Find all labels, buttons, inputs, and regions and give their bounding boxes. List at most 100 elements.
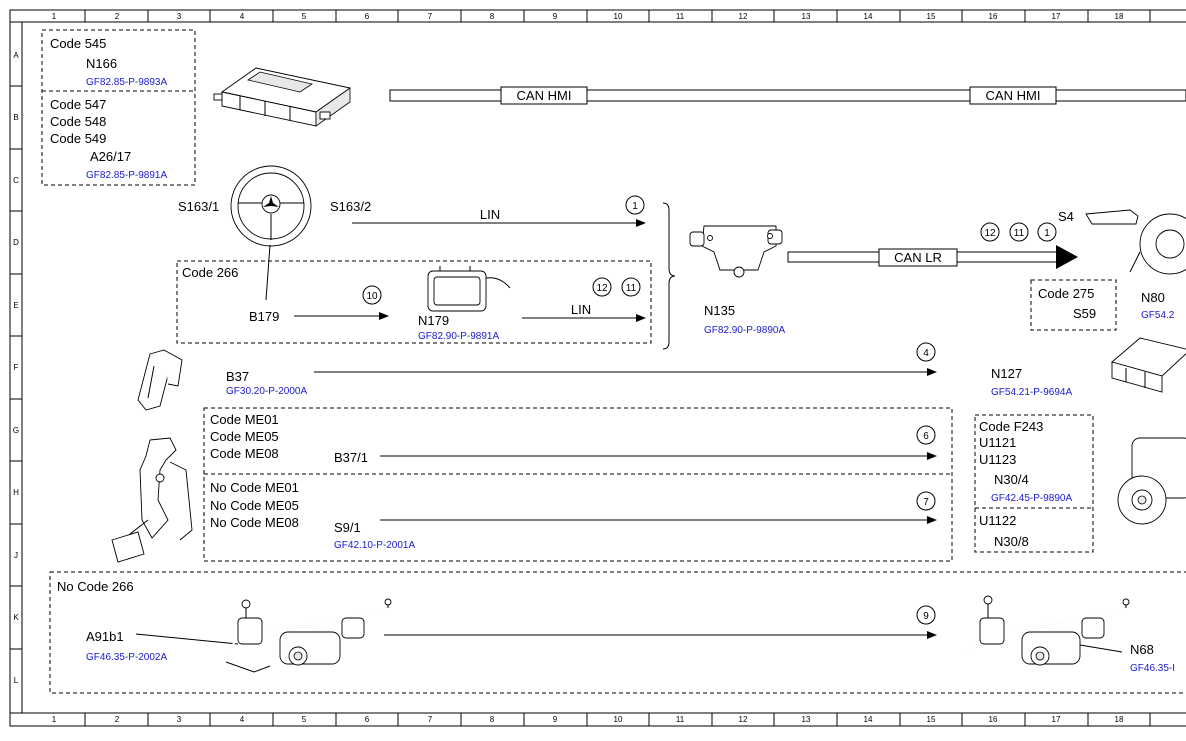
col-3-bottom: 3	[177, 715, 182, 724]
col-18-bottom: 18	[1115, 715, 1124, 724]
col-3: 3	[177, 12, 182, 21]
lin-label-top: LIN	[480, 207, 500, 222]
n68-label: N68	[1130, 642, 1154, 657]
row-k: K	[13, 613, 19, 622]
can-lr-label: CAN LR	[894, 250, 942, 265]
col-14-bottom: 14	[864, 715, 873, 724]
n30-8-label: N30/8	[994, 534, 1029, 549]
accelerator-pedal-illustration	[137, 349, 183, 411]
code-f243-label: Code F243	[979, 419, 1043, 434]
s163-1-label: S163/1	[178, 199, 219, 214]
brace	[662, 202, 676, 350]
col-11-bottom: 11	[676, 715, 685, 724]
no-code-me08-label: No Code ME08	[210, 515, 299, 530]
no-code-266-label: No Code 266	[57, 579, 134, 594]
signal-4-circle	[916, 342, 936, 362]
signal-7-marker: 7	[923, 497, 929, 508]
code-me08-label: Code ME08	[210, 446, 279, 461]
code-549-label: Code 549	[50, 131, 106, 146]
code-me05-label: Code ME05	[210, 429, 279, 444]
col-12: 12	[739, 12, 748, 21]
n135-ref: GF82.90-P-9890A	[704, 325, 785, 336]
col-6: 6	[365, 12, 370, 21]
lin-label-bottom: LIN	[571, 302, 591, 317]
col-1: 1	[52, 12, 57, 21]
row-d: D	[13, 238, 19, 247]
col-15-bottom: 15	[927, 715, 936, 724]
a26-17-label: A26/17	[90, 149, 131, 164]
col-6-bottom: 6	[365, 715, 370, 724]
s9-1-label: S9/1	[334, 520, 361, 535]
b179-label: B179	[249, 309, 279, 324]
signal-9-marker: 9	[923, 611, 929, 622]
n166-a26-box: Code 545 N166 GF82.85-P-9893A Code 547 C…	[41, 29, 196, 186]
can-lr-bus: CAN LR 12 11 1	[787, 222, 1078, 269]
n30-4-label: N30/4	[994, 472, 1029, 487]
drawing-frame	[9, 9, 1186, 727]
b37-1-label: B37/1	[334, 450, 368, 465]
b37-ref: GF30.20-P-2000A	[226, 386, 307, 397]
lin-line-top: LIN 1	[352, 195, 646, 227]
row-h: H	[13, 488, 19, 497]
can-hmi-label-1: CAN HMI	[517, 88, 572, 103]
grid-rows: A B C D E F G H J K L	[10, 51, 22, 685]
n80-ref: GF54.2	[1141, 310, 1175, 321]
col-15: 15	[927, 12, 936, 21]
n68-ref: GF46.35-I	[1130, 663, 1175, 674]
code-548-label: Code 548	[50, 114, 106, 129]
col-9: 9	[553, 12, 558, 21]
a26-17-ref: GF82.85-P-9891A	[86, 170, 167, 181]
col-7-bottom: 7	[428, 715, 433, 724]
n179-module-illustration	[427, 266, 511, 312]
col-18: 18	[1115, 12, 1124, 21]
u1121-label: U1121	[979, 435, 1016, 450]
col-5: 5	[302, 12, 307, 21]
can-lr-signal-11: 11	[1014, 228, 1025, 239]
col-14: 14	[864, 12, 873, 21]
u1123-label: U1123	[979, 452, 1016, 467]
grid-columns-bottom: 1 2 3 4 5 6 7 8 9 10 11 12 13 14 15 16 1…	[52, 713, 1151, 726]
s9-1-ref: GF42.10-P-2001A	[334, 540, 415, 551]
col-2-bottom: 2	[115, 715, 120, 724]
col-12-bottom: 12	[739, 715, 748, 724]
n30-4-ref: GF42.45-P-9890A	[991, 493, 1072, 504]
n179-label: N179	[418, 313, 449, 328]
n135-label: N135	[704, 303, 735, 318]
row-e: E	[13, 301, 18, 310]
steering-wheel-illustration: S163/1 S163/2	[178, 165, 371, 301]
col-10: 10	[614, 12, 623, 21]
b37-arrowhead	[927, 368, 937, 376]
signal-10-marker: 10	[366, 291, 378, 302]
col-17-bottom: 17	[1052, 715, 1061, 724]
me-code-box: Code ME01 Code ME05 Code ME08 B37/1 6 No…	[203, 407, 953, 562]
n80-label: N80	[1141, 290, 1165, 305]
can-hmi-label-2: CAN HMI	[986, 88, 1041, 103]
row-f: F	[14, 363, 19, 372]
col-17: 17	[1052, 12, 1061, 21]
grid-columns-top: 1 2 3 4 5 6 7 8 9 10 11 12 13 14 15 16 1…	[52, 10, 1151, 22]
code-me01-label: Code ME01	[210, 412, 279, 427]
col-16-bottom: 16	[989, 715, 998, 724]
n135-illustration	[689, 225, 783, 278]
steering-rack-left-illustration	[225, 598, 392, 673]
a91b1-label: A91b1	[86, 629, 124, 644]
code-545-label: Code 545	[50, 36, 106, 51]
u1122-label: U1122	[979, 513, 1016, 528]
s4-switch-illustration	[1085, 209, 1186, 275]
no-code-266-box: No Code 266 A91b1 GF46.35-P-2002A 9 N68 …	[49, 571, 1186, 694]
row-a: A	[13, 51, 19, 60]
col-7: 7	[428, 12, 433, 21]
s4-label: S4	[1058, 209, 1074, 224]
code-f243-box: Code F243 U1121 U1123 N30/4 GF42.45-P-98…	[974, 414, 1094, 553]
n127-module-illustration	[1111, 337, 1186, 393]
col-1-bottom: 1	[52, 715, 57, 724]
row-b: B	[13, 113, 18, 122]
steering-rack-right-illustration	[967, 595, 1130, 666]
row-j: J	[14, 551, 18, 560]
control-unit-illustration	[213, 67, 352, 127]
code-275-label: Code 275	[1038, 286, 1094, 301]
signal-12-marker: 12	[596, 283, 608, 294]
col-10-bottom: 10	[614, 715, 623, 724]
can-lr-signal-1: 1	[1044, 228, 1050, 239]
